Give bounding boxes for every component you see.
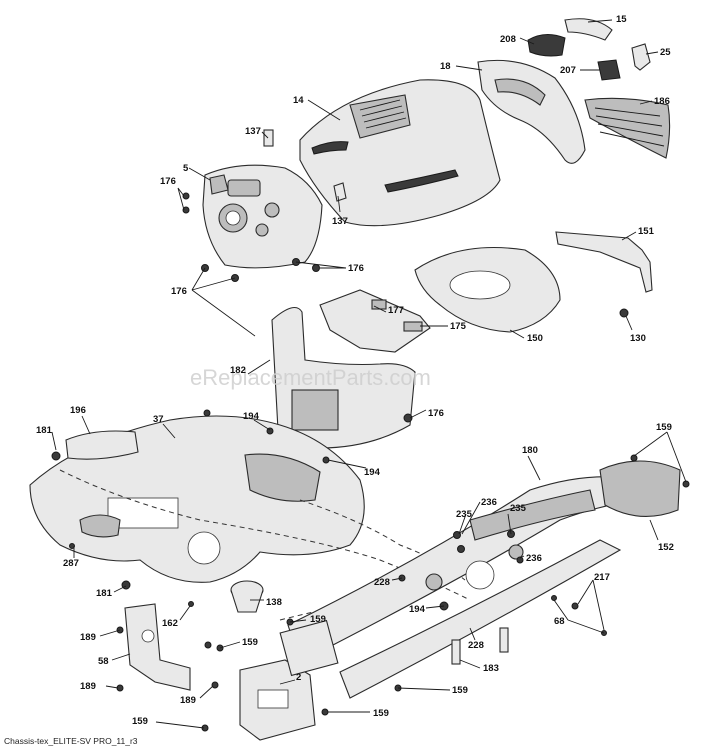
part-label: 159 [242,637,258,648]
part-label: 236 [481,497,497,508]
dash-cover [271,306,416,449]
part-label: 287 [63,558,79,569]
leader-lines [51,19,687,729]
part-label: 37 [153,414,164,425]
watermark: eReplacementParts.com [190,365,431,390]
part-label: 152 [658,542,674,553]
part-label: 18 [440,61,451,72]
part-label: 15 [616,14,627,25]
dash-panel [182,164,323,282]
part-label: 68 [554,616,565,627]
part-label: 159 [310,614,326,625]
part-label: 159 [373,708,389,719]
hood-assembly [263,18,671,227]
part-label: 25 [660,47,671,58]
part-label: 183 [483,663,499,674]
frame [287,454,690,699]
part-label: 176 [348,263,364,274]
part-label: 159 [132,716,148,727]
part-label: 208 [500,34,516,45]
part-label: 186 [654,96,670,107]
part-label: 228 [374,577,390,588]
part-label: 58 [98,656,109,667]
part-label: 194 [409,604,426,615]
part-label: 150 [527,333,543,344]
part-label: 176 [160,176,176,187]
part-label: 137 [245,126,261,137]
diagram-footer: Chassis-tex_ELITE-SV PRO_11_r3 [4,736,138,746]
part-label: 180 [522,445,538,456]
part-label: 130 [630,333,646,344]
part-label: 189 [80,681,96,692]
part-label: 228 [468,640,484,651]
part-label: 176 [171,286,187,297]
part-label: 189 [80,632,96,643]
part-label: 236 [526,553,542,564]
part-label: 235 [510,503,527,514]
side-brackets [116,603,402,741]
part-label: 138 [266,597,282,608]
part-label: 207 [560,65,576,76]
part-number-labels: 15 208 25 18 207 186 14 137 5 176 137 15… [36,14,674,727]
part-label: 181 [96,588,113,599]
part-label: 151 [638,226,655,237]
part-label: 175 [450,321,467,332]
part-label: 137 [332,216,348,227]
part-label: 159 [452,685,468,696]
part-label: 196 [70,405,86,416]
part-label: 217 [594,572,610,583]
part-label: 176 [428,408,444,419]
part-label: 194 [364,467,381,478]
part-label: 5 [183,163,189,174]
part-label: 177 [388,305,404,316]
part-label: 194 [243,411,260,422]
part-label: 14 [293,95,304,106]
fender [29,409,365,613]
part-label: 182 [230,365,246,376]
part-label: 235 [456,509,473,520]
brackets [319,231,653,353]
part-label: 181 [36,425,53,436]
part-label: 2 [296,672,301,683]
part-label: 189 [180,695,196,706]
part-label: 162 [162,618,178,629]
part-label: 159 [656,422,672,433]
